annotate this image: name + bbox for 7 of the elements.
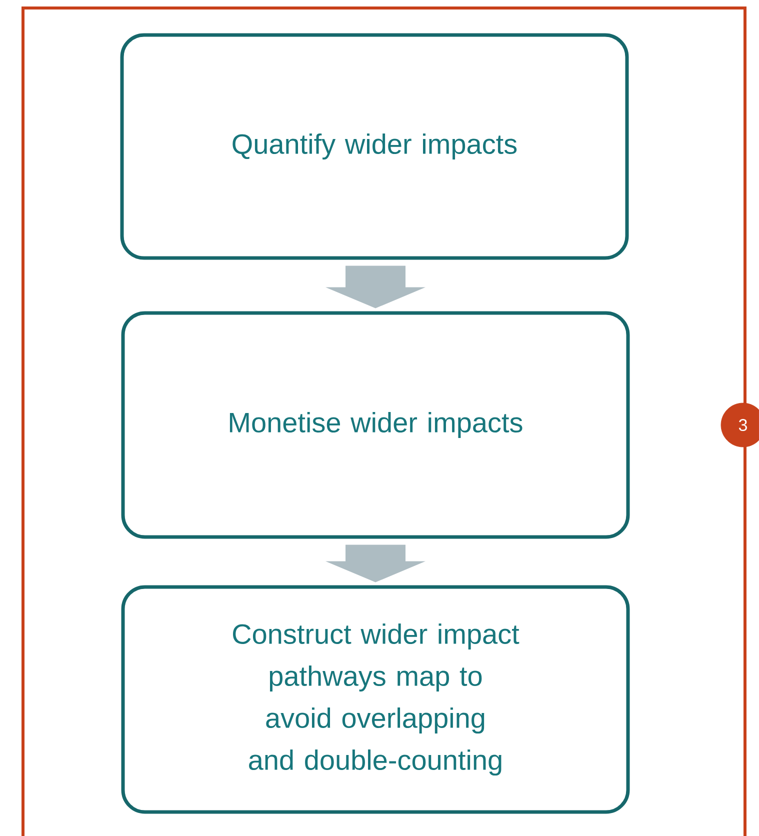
process-box: Monetise wider impacts	[121, 311, 630, 539]
process-box: Construct wider impact pathways map to avoid overlapping and double-counting	[121, 585, 630, 814]
frame	[22, 6, 746, 836]
block-arrow	[326, 266, 426, 308]
step-number-badge: 3	[720, 402, 759, 448]
block-arrow	[326, 544, 426, 582]
process-box: Quantify wider impacts	[120, 33, 629, 260]
